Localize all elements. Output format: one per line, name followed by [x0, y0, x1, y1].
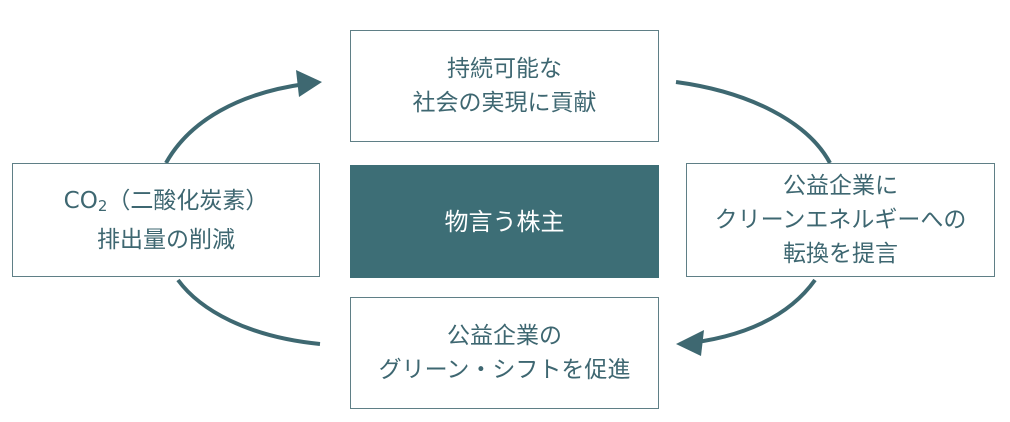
arrow-bottom-to-left: [176, 278, 321, 346]
co-text: CO: [63, 187, 98, 214]
arrow-left-to-top: [164, 82, 306, 164]
box-top-line-2: 社会の実現に貢献: [412, 90, 597, 116]
box-sustainable-society: 持続可能な 社会の実現に貢献: [350, 30, 659, 142]
arrowhead-top-left: [296, 70, 322, 97]
box-right-line-1: 公益企業に: [783, 173, 898, 199]
box-right-line-3: 転換を提言: [783, 241, 898, 267]
box-top-line-1: 持続可能な: [447, 56, 562, 82]
box-center-label: 物言う株主: [444, 207, 565, 236]
arrow-top-to-right: [675, 80, 832, 164]
box-activist-shareholder: 物言う株主: [350, 165, 659, 278]
box-left-line-2: 排出量の削減: [97, 226, 235, 253]
box-co2-reduction: CO2（二酸化炭素） 排出量の削減: [12, 163, 320, 277]
box-bottom-line-1: 公益企業の: [447, 323, 562, 349]
subscript-2: 2: [97, 196, 108, 215]
box-clean-energy-proposal: 公益企業に クリーンエネルギーへの 転換を提言: [686, 163, 995, 277]
box-bottom-line-2: グリーン・シフトを促進: [378, 357, 631, 383]
box-right-line-2: クリーンエネルギーへの: [714, 207, 967, 233]
arrowhead-bottom-right: [676, 330, 704, 356]
box-green-shift: 公益企業の グリーン・シフトを促進: [350, 297, 659, 409]
co2-note: （二酸化炭素）: [107, 187, 269, 214]
box-left-line-1: CO2（二酸化炭素）: [64, 184, 269, 223]
